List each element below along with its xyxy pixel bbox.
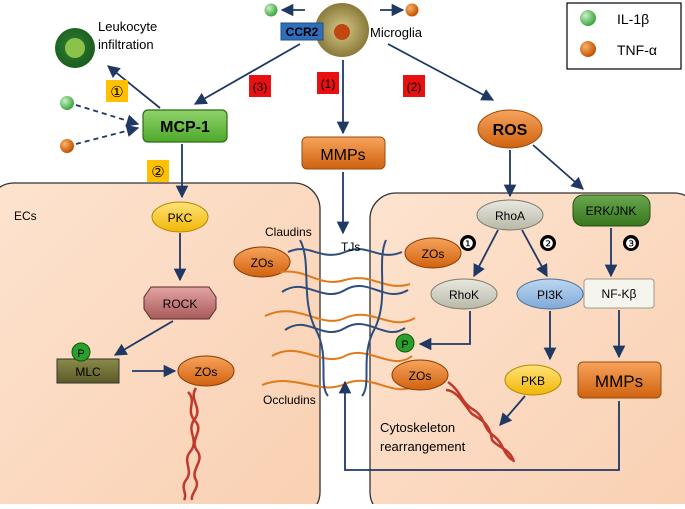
phospho-left <box>71 342 91 362</box>
actin-filament-right <box>445 380 516 463</box>
erk-jnk-label: ERK/JNK <box>586 204 637 218</box>
phospho-left-label: P <box>77 348 84 360</box>
zos-right-top <box>404 237 462 269</box>
rhoa-label: RhoA <box>495 209 525 223</box>
mmps-top-label: MMPs <box>320 147 365 164</box>
legend-tnfa-label: TNF-α <box>617 42 657 58</box>
occludins-label: Occludins <box>263 393 316 407</box>
phospho-right <box>395 333 415 353</box>
ros-node <box>477 109 543 149</box>
pkb-node <box>504 364 562 396</box>
zos-right-bottom-label: ZOs <box>409 369 432 383</box>
badge-red-2-label: (2) <box>407 80 422 94</box>
cytoskeleton-label-line2: rearrangement <box>380 439 466 454</box>
mlc-node <box>56 358 120 384</box>
step-badge-1 <box>460 235 476 251</box>
actin-filament-left <box>182 387 201 501</box>
tjs-label: TJs <box>341 240 360 254</box>
leukocyte-nucleus <box>65 38 85 58</box>
zos-left-mid <box>233 246 291 278</box>
legend: IL-1β TNF-α <box>566 2 682 70</box>
ccr2-label: CCR2 <box>286 25 319 39</box>
nfkb-label: NF-Kβ <box>602 287 637 301</box>
microglia-nucleus <box>334 24 350 40</box>
badge-yellow-1 <box>106 80 128 102</box>
rhoa-node <box>476 199 544 231</box>
tnfa-released <box>405 3 419 17</box>
zos-left-bottom <box>177 355 235 387</box>
ros-label: ROS <box>493 122 528 139</box>
rhok-node <box>430 278 498 310</box>
rock-label: ROCK <box>163 297 198 311</box>
erk-jnk-node <box>572 194 651 227</box>
pkb-label: PKB <box>521 374 545 388</box>
badge-red-2 <box>403 75 425 97</box>
mlc-label: MLC <box>75 365 101 379</box>
badge-yellow-2-label: ② <box>151 164 164 181</box>
mcp1-label: MCP-1 <box>160 119 210 136</box>
ecs-label: ECs <box>14 209 37 223</box>
leukocyte-label-line2: infiltration <box>98 37 154 52</box>
legend-il1b-label: IL-1β <box>617 11 649 27</box>
legend-il1b-dot <box>580 10 596 26</box>
rhok-label: RhoK <box>449 288 479 302</box>
cytoskeleton-label-line1: Cytoskeleton <box>380 420 455 435</box>
step-badge-2-label: ❷ <box>542 236 554 251</box>
claudins-label: Claudins <box>265 225 312 239</box>
pkc-node <box>151 201 209 233</box>
nfkb-node <box>583 278 655 309</box>
zos-right-top-label: ZOs <box>422 247 445 261</box>
pi3k-label: PI3K <box>537 288 563 302</box>
step-badge-3-label: ❸ <box>625 236 637 251</box>
mmps-bottom-node <box>577 361 662 399</box>
il1b-released <box>264 3 278 17</box>
badge-red-1-label: (1) <box>321 77 336 91</box>
phospho-right-label: P <box>401 339 408 351</box>
rock-node <box>143 286 217 320</box>
badge-yellow-2 <box>147 160 169 182</box>
mmps-top-node <box>301 136 386 170</box>
leukocyte-label-line1: Leukocyte <box>98 19 157 34</box>
step-badge-2 <box>540 235 556 251</box>
mmps-bottom-label: MMPs <box>595 372 643 391</box>
il1b-input <box>60 96 74 110</box>
badge-red-3 <box>249 75 271 97</box>
pi3k-node <box>516 278 584 310</box>
tnfa-input <box>60 139 74 153</box>
badge-yellow-1-label: ① <box>110 84 123 101</box>
ccr2-receptor <box>280 22 324 41</box>
step-badge-3 <box>623 235 639 251</box>
microglia-label: Microglia <box>370 25 423 40</box>
zos-left-bottom-label: ZOs <box>195 365 218 379</box>
zos-right-bottom <box>391 359 449 391</box>
pkc-label: PKC <box>168 211 193 225</box>
legend-tnfa-dot <box>580 41 596 57</box>
mcp1-node <box>142 109 228 143</box>
badge-red-1 <box>317 72 339 94</box>
badge-red-3-label: (3) <box>253 80 268 94</box>
zos-left-mid-label: ZOs <box>251 256 274 270</box>
step-badge-1-label: ❶ <box>462 236 474 251</box>
